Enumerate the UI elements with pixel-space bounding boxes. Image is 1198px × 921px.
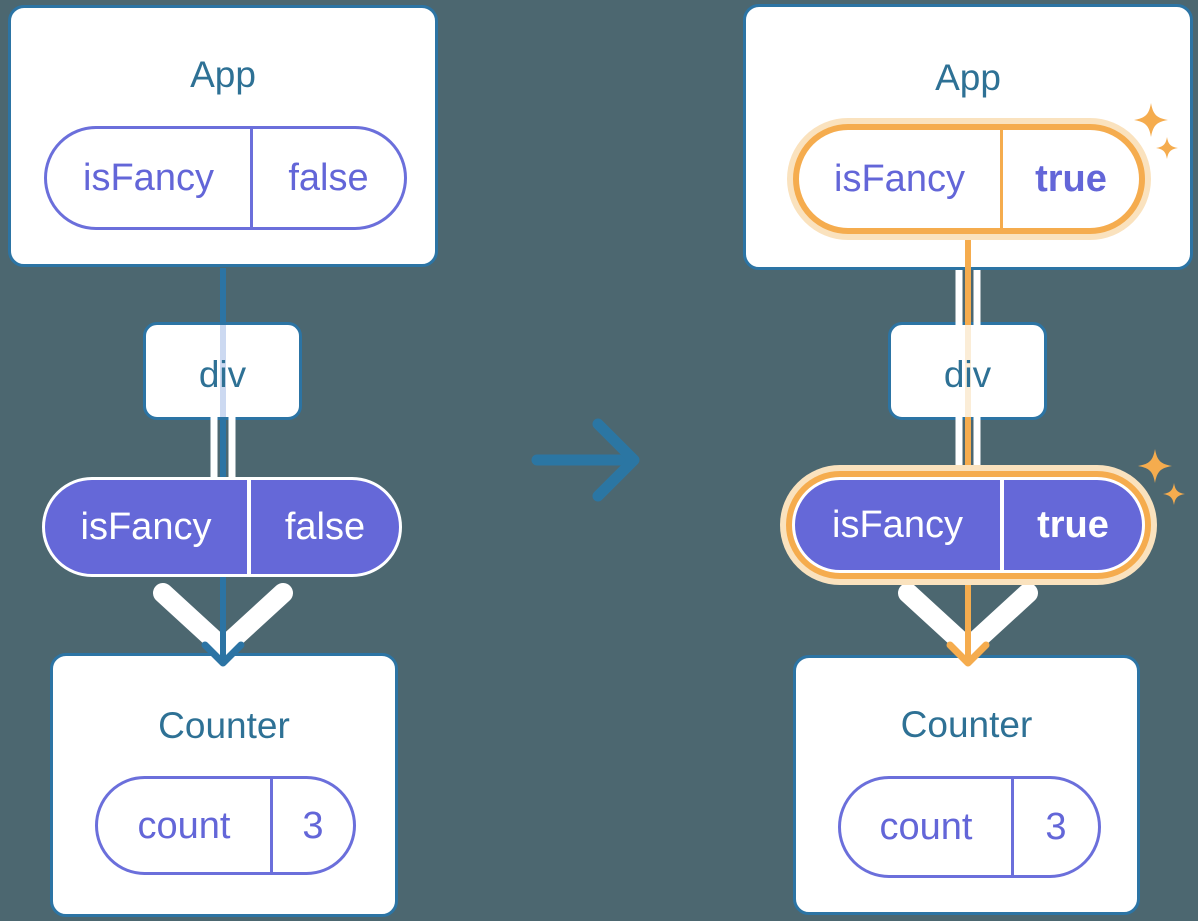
right-arrow-icon bbox=[531, 418, 640, 502]
after-counter-title: Counter bbox=[900, 704, 1033, 745]
state-name-label: count bbox=[137, 804, 231, 847]
sparkle-large-icon bbox=[1138, 449, 1172, 483]
before-app-prop-pill: isFancy false bbox=[44, 126, 407, 230]
passed-prop-value-label: true bbox=[1000, 480, 1142, 570]
state-value-label: 3 bbox=[1011, 779, 1098, 875]
after-div-card: div bbox=[888, 322, 1047, 420]
before-app-title: App bbox=[190, 54, 256, 95]
after-app-title: App bbox=[935, 57, 1001, 98]
passed-prop-name-label: isFancy bbox=[832, 504, 963, 546]
after-passed-prop-pill: isFancy true bbox=[792, 477, 1145, 573]
before-counter-card: Counter count 3 bbox=[50, 653, 398, 917]
sparkle-small-icon bbox=[1163, 483, 1185, 505]
state-name-label: count bbox=[879, 806, 973, 848]
before-counter-state-pill: count 3 bbox=[95, 776, 356, 875]
after-app-prop-pill: isFancy true bbox=[793, 124, 1145, 234]
passed-prop-value-label: false bbox=[247, 480, 399, 574]
after-div-title: div bbox=[943, 354, 992, 395]
before-white-chevron-arrow-icon bbox=[153, 583, 293, 658]
prop-name-label: isFancy bbox=[834, 158, 965, 200]
after-app-card: App isFancy true bbox=[743, 4, 1193, 270]
before-div-card: div bbox=[143, 322, 302, 420]
after-counter-state-pill: count 3 bbox=[838, 776, 1101, 878]
before-app-card: App isFancy false bbox=[8, 5, 438, 267]
before-counter-title: Counter bbox=[158, 705, 290, 746]
before-passed-prop-pill: isFancy false bbox=[42, 477, 402, 577]
prop-value-label: false bbox=[250, 129, 404, 227]
prop-value-label: true bbox=[1000, 130, 1139, 228]
before-div-title: div bbox=[198, 354, 247, 395]
prop-name-label: isFancy bbox=[83, 157, 214, 199]
after-counter-card: Counter count 3 bbox=[793, 655, 1140, 915]
passed-prop-name-label: isFancy bbox=[80, 506, 212, 548]
state-value-label: 3 bbox=[270, 779, 353, 872]
after-white-chevron-arrow-icon bbox=[898, 583, 1038, 658]
